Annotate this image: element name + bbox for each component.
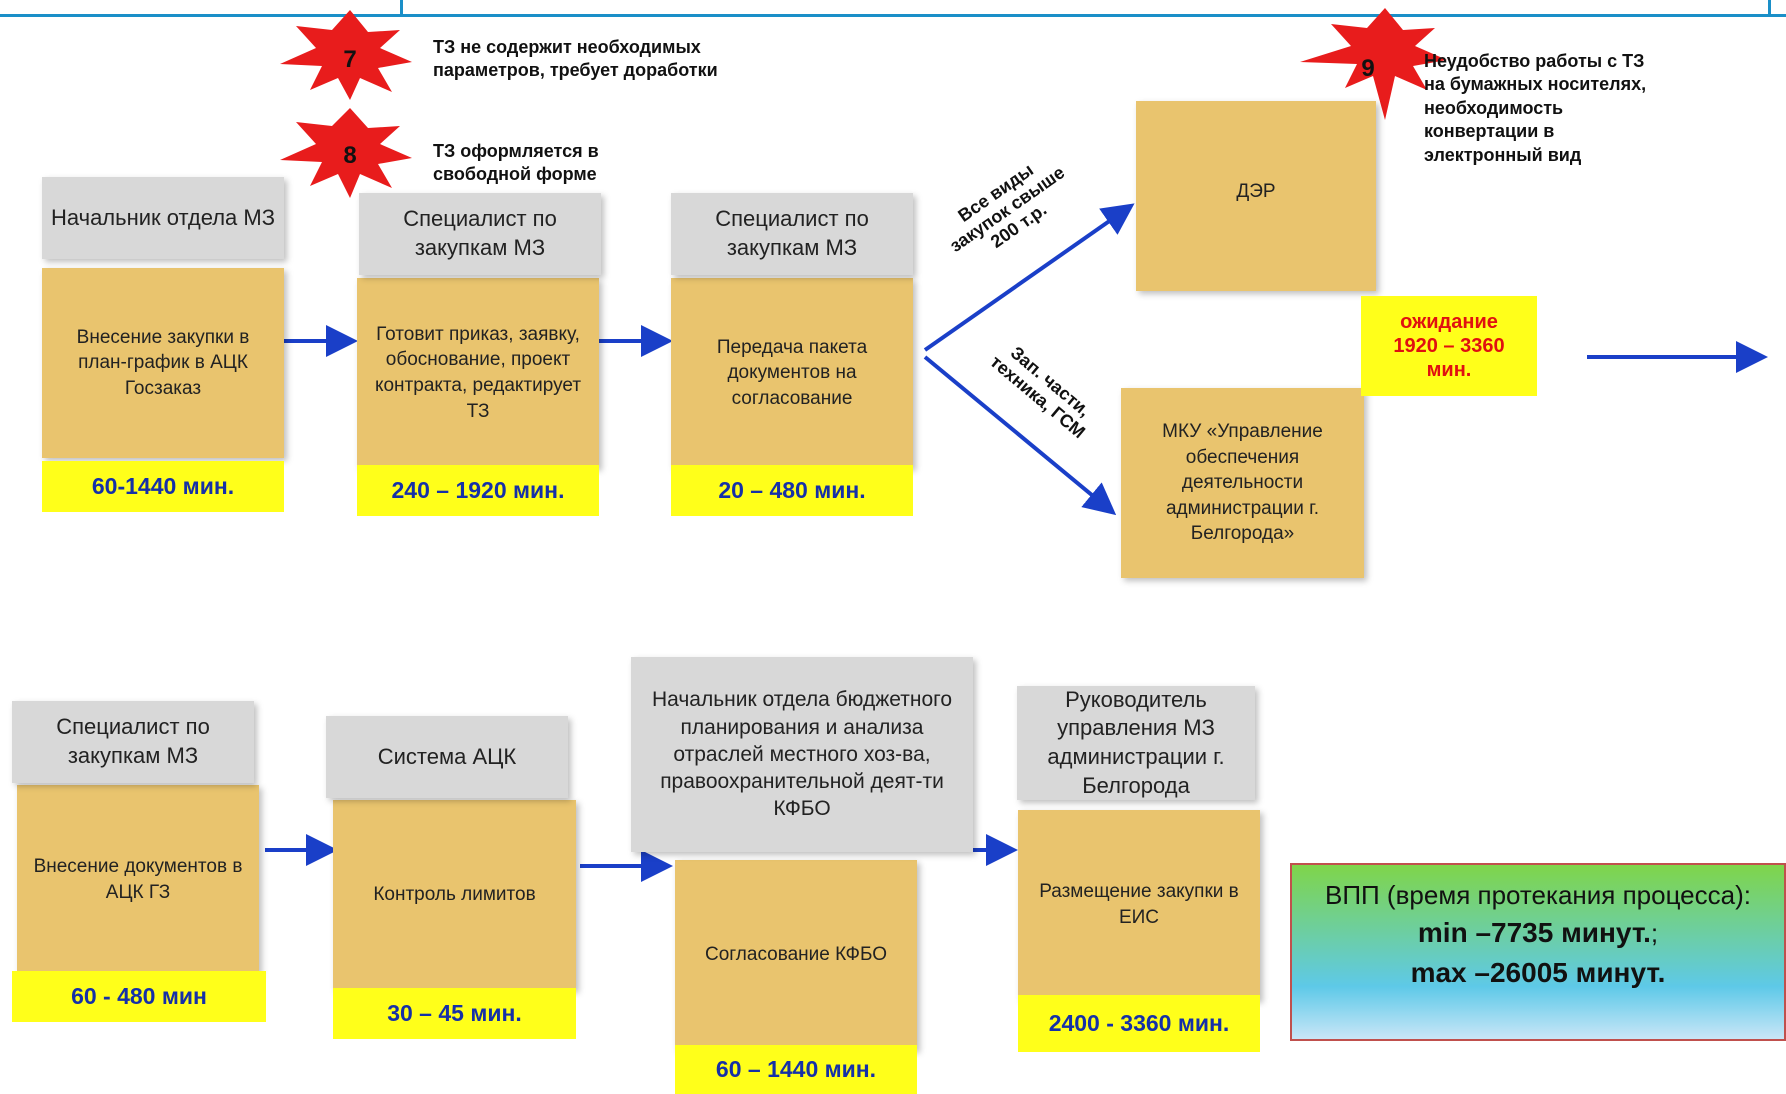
note-9-line3: необходимость: [1424, 97, 1564, 118]
summary-min-suffix: ;: [1650, 918, 1659, 949]
summary-min: min –7735 минут.: [1417, 917, 1651, 949]
time-r2-2: 30 – 45 мин.: [333, 988, 576, 1039]
star-7-icon: [280, 10, 412, 100]
task-r2-2: Контроль лимитов: [333, 800, 576, 990]
note-9-line2: на бумажных носителях,: [1424, 74, 1647, 95]
mku-box: МКУ «Управление обеспечения деятельности…: [1121, 388, 1364, 578]
note-7-line2: параметров, требует доработки: [433, 60, 718, 81]
time-r2-4: 2400 - 3360 мин.: [1018, 995, 1260, 1052]
task-r2-1: Внесение документов в АЦК ГЗ: [17, 785, 259, 975]
star-9-number: 9: [1361, 55, 1375, 82]
wait-value: 1920 – 3360: [1393, 335, 1505, 357]
star-8-number: 8: [343, 142, 357, 169]
note-9-line1: Неудобство работы с ТЗ: [1424, 51, 1645, 71]
task-r2-4: Размещение закупки в ЕИС: [1018, 810, 1260, 1000]
summary-box: ВПП (время протекания процесса): min –77…: [1290, 863, 1786, 1041]
wait-unit: мин.: [1426, 359, 1472, 381]
time-2: 240 – 1920 мин.: [357, 465, 599, 516]
time-3: 20 – 480 мин.: [671, 465, 913, 516]
note-9-line5: электронный вид: [1424, 144, 1582, 165]
arrow-to-mku: [923, 355, 1117, 516]
wait-label: ожидание: [1400, 311, 1498, 333]
header-line: [0, 14, 1786, 17]
star-9-icon: [1300, 8, 1447, 120]
summary-max: max –26005 минут.: [1410, 956, 1666, 988]
note-8: ТЗ оформляется в свободной форме: [433, 140, 599, 187]
wait-box: ожидание 1920 – 3360 мин.: [1361, 296, 1537, 396]
role-1: Начальник отдела МЗ: [42, 177, 284, 259]
role-2: Специалист по закупкам МЗ: [359, 193, 601, 275]
note-7-line1: ТЗ не содержит необходимых: [433, 37, 701, 57]
star-8-icon: [280, 108, 412, 198]
arrow-to-der: [923, 203, 1135, 352]
note-7: ТЗ не содержит необходимых параметров, т…: [433, 36, 718, 83]
header-line-right: [1768, 0, 1771, 16]
role-r2-2: Система АЦК: [326, 716, 568, 798]
note-9: Неудобство работы с ТЗ на бумажных носит…: [1424, 50, 1646, 167]
note-8-line2: свободной форме: [433, 164, 597, 185]
summary-max-line: max –26005 минут.: [1292, 953, 1784, 992]
task-2: Готовит приказ, заявку, обоснование, про…: [357, 278, 599, 468]
summary-title: ВПП (время протекания процесса):: [1324, 880, 1751, 910]
task-r2-3: Согласование КФБО: [675, 860, 917, 1050]
summary-min-line: min –7735 минут.;: [1292, 913, 1784, 952]
time-r2-1: 60 - 480 мин: [12, 971, 266, 1022]
role-3: Специалист по закупкам МЗ: [671, 193, 913, 275]
der-box: ДЭР: [1136, 101, 1376, 291]
star-7-number: 7: [343, 46, 357, 73]
role-r2-4: Руководитель управления МЗ администрации…: [1017, 686, 1255, 800]
role-r2-3: Начальник отдела бюджетного планирования…: [631, 657, 973, 852]
role-r2-1: Специалист по закупкам МЗ: [12, 701, 254, 783]
note-8-line1: ТЗ оформляется в: [433, 141, 599, 161]
note-9-line4: конвертации в: [1424, 121, 1555, 142]
time-r2-3: 60 – 1440 мин.: [675, 1045, 917, 1094]
task-1: Внесение закупки в план-график в АЦК Гос…: [42, 268, 284, 458]
time-1: 60-1440 мин.: [42, 461, 284, 512]
task-3: Передача пакета документов на согласован…: [671, 278, 913, 468]
header-mark: [400, 0, 403, 14]
